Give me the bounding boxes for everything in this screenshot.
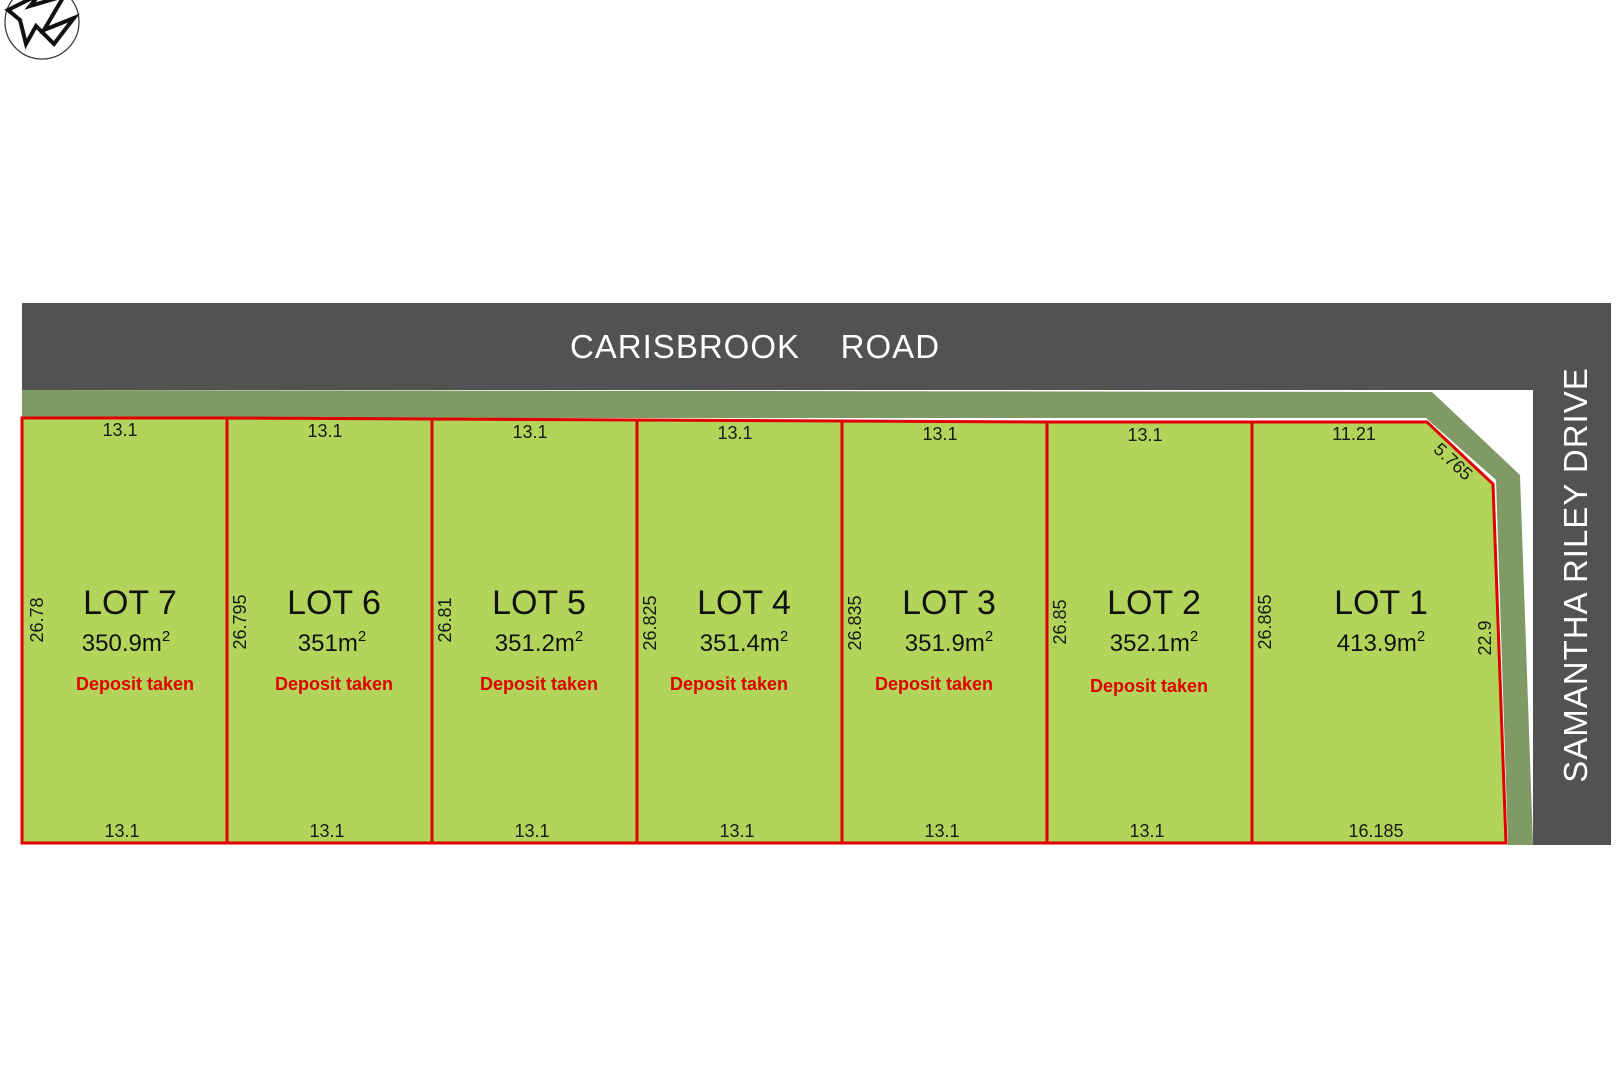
lot-3-area: 351.9m2 [905, 628, 993, 657]
lot-7[interactable]: 13.1 13.1 26.78 LOT 7 350.9m2 Deposit ta… [20, 416, 229, 845]
lot-4-top-dimension: 13.1 [717, 423, 752, 443]
lot-6[interactable]: 13.1 13.1 26.795 LOT 6 351m2 Deposit tak… [225, 416, 434, 845]
lot-1[interactable]: 11.21 16.185 26.865 5.765 22.9 LOT 1 413… [1250, 420, 1508, 845]
road-name-carisbrook: CARISBROOK ROAD [570, 328, 940, 365]
lot-5[interactable]: 13.1 13.1 26.81 LOT 5 351.2m2 Deposit ta… [430, 417, 639, 845]
lot-3-title: LOT 3 [902, 584, 996, 622]
lot-6-status: Deposit taken [275, 674, 393, 694]
lot-4-bottom-dimension: 13.1 [719, 821, 754, 841]
lot-5-bottom-dimension: 13.1 [514, 821, 549, 841]
lots-group: 13.1 13.1 26.78 LOT 7 350.9m2 Deposit ta… [20, 416, 1508, 845]
lot-7-top-dimension: 13.1 [102, 420, 137, 440]
lot-1-boundary [1250, 420, 1508, 845]
lot-3-status: Deposit taken [875, 674, 993, 694]
lot-6-side-dimension: 26.795 [230, 594, 250, 649]
north-arrow-icon [4, 0, 81, 60]
lot-5-status: Deposit taken [480, 674, 598, 694]
lot-3-bottom-dimension: 13.1 [924, 821, 959, 841]
lot-5-top-dimension: 13.1 [512, 422, 547, 442]
lot-6-bottom-dimension: 13.1 [309, 821, 344, 841]
lot-7-status: Deposit taken [76, 674, 194, 694]
lot-2[interactable]: 13.1 13.1 26.85 LOT 2 352.1m2 Deposit ta… [1045, 420, 1254, 845]
lot-5-area: 351.2m2 [495, 628, 583, 657]
lot-7-area: 350.9m2 [82, 628, 170, 657]
lot-6-title: LOT 6 [287, 584, 381, 622]
lot-4[interactable]: 13.1 13.1 26.825 LOT 4 351.4m2 Deposit t… [635, 418, 844, 845]
road-surface [22, 303, 1611, 845]
lot-2-status: Deposit taken [1090, 676, 1208, 696]
lot-5-side-dimension: 26.81 [435, 597, 455, 642]
lot-1-bottom-dimension: 16.185 [1348, 821, 1403, 841]
lot-3-side-dimension: 26.835 [845, 595, 865, 650]
lot-2-side-dimension: 26.85 [1050, 599, 1070, 644]
lot-2-title: LOT 2 [1107, 584, 1201, 622]
lot-4-title: LOT 4 [697, 584, 791, 622]
road-name-samantha-riley: SAMANTHA RILEY DRIVE [1557, 367, 1594, 783]
lot-2-bottom-dimension: 13.1 [1129, 821, 1164, 841]
lot-5-title: LOT 5 [492, 584, 586, 622]
lot-1-area: 413.9m2 [1337, 628, 1425, 657]
lot-4-status: Deposit taken [670, 674, 788, 694]
lot-1-right-dimension: 22.9 [1475, 620, 1495, 655]
lot-4-side-dimension: 26.825 [640, 595, 660, 650]
lot-2-area: 352.1m2 [1110, 628, 1198, 657]
lot-7-bottom-dimension: 13.1 [104, 821, 139, 841]
lot-3-top-dimension: 13.1 [922, 424, 957, 444]
lot-6-top-dimension: 13.1 [307, 421, 342, 441]
lot-2-top-dimension: 13.1 [1127, 425, 1162, 445]
lot-6-area: 351m2 [298, 628, 366, 657]
lot-3[interactable]: 13.1 13.1 26.835 LOT 3 351.9m2 Deposit t… [840, 419, 1049, 845]
lot-7-side-dimension: 26.78 [27, 597, 47, 642]
lot-1-top-dimension: 11.21 [1332, 424, 1376, 444]
lot-7-title: LOT 7 [83, 584, 177, 622]
lot-1-side-dimension: 26.865 [1255, 594, 1275, 649]
lot-1-title: LOT 1 [1334, 584, 1428, 622]
lot-4-area: 351.4m2 [700, 628, 788, 657]
